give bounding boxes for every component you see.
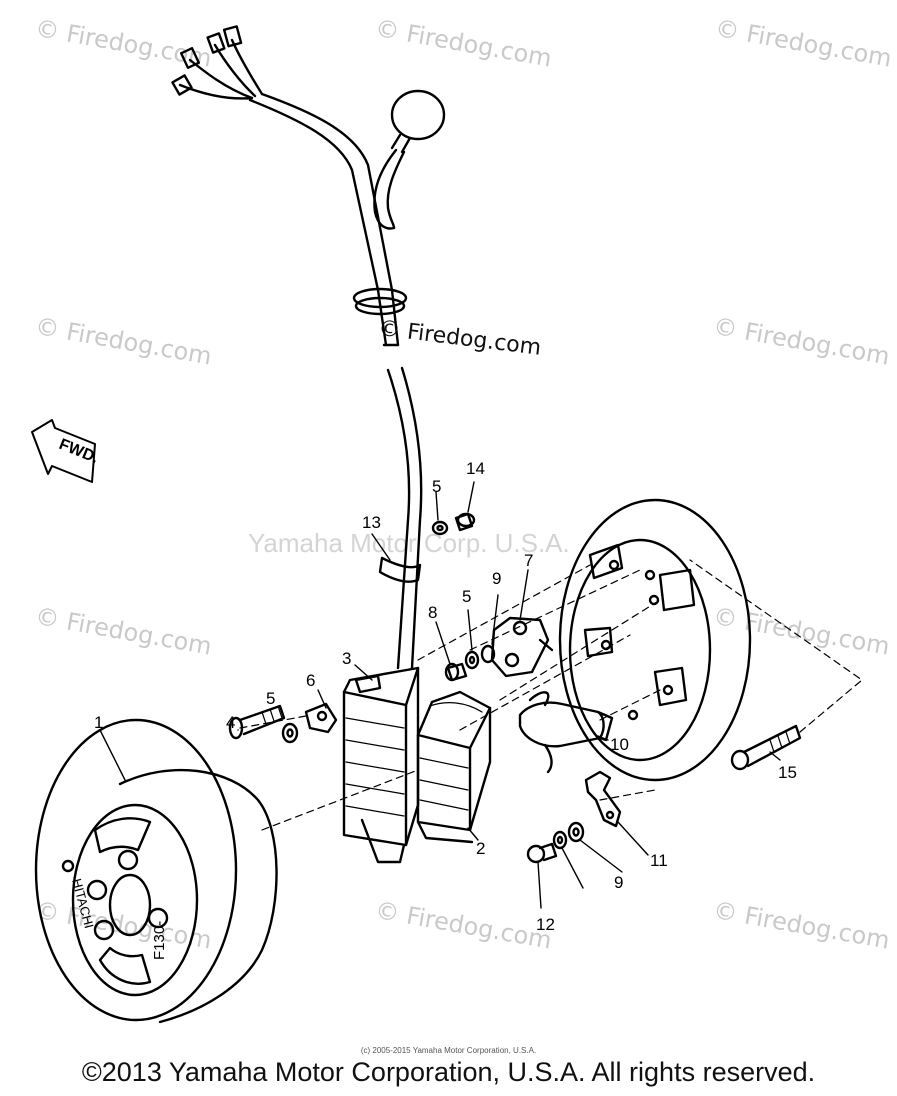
fwd-label: FWD. <box>57 436 101 467</box>
callout-numbers: 1 2 3 4 5 5 5 6 7 8 9 9 10 11 12 13 14 1… <box>94 459 797 934</box>
callout-14: 14 <box>466 459 485 478</box>
coil-3 <box>342 666 420 864</box>
footer-copyright: ©2013 Yamaha Motor Corporation, U.S.A. A… <box>81 1057 816 1087</box>
callout-11: 11 <box>650 851 668 870</box>
alignment-lines <box>239 559 863 831</box>
callout-3: 3 <box>342 649 351 668</box>
callout-9: 9 <box>614 873 623 892</box>
fasteners <box>228 512 802 864</box>
callout-7: 7 <box>524 551 533 570</box>
condenser <box>518 691 614 774</box>
callout-6: 6 <box>306 671 315 690</box>
fwd-arrow <box>31 419 96 483</box>
wire-harness <box>171 25 446 670</box>
callout-1: 1 <box>94 713 103 732</box>
callout-2: 2 <box>476 839 485 858</box>
contact-breaker <box>490 616 554 678</box>
callout-15: 15 <box>778 763 797 782</box>
callout-12: 12 <box>536 915 555 934</box>
callout-13: 13 <box>362 513 381 532</box>
footer-small-copyright: (c) 2005-2015 Yamaha Motor Corporation, … <box>360 1046 537 1055</box>
flywheel-rotor <box>34 718 278 1024</box>
bracket-11 <box>584 770 622 828</box>
callout-5: 5 <box>462 587 471 606</box>
rotor-model: F130- <box>151 921 168 960</box>
leader-lines <box>99 481 781 909</box>
callout-8: 8 <box>428 603 437 622</box>
callout-10: 10 <box>610 735 629 754</box>
coil-2 <box>416 690 492 844</box>
stator-plate <box>558 498 752 782</box>
bracket-6 <box>304 702 338 734</box>
callout-4: 4 <box>226 713 235 732</box>
callout-5: 5 <box>266 689 275 708</box>
yamaha-watermark: Yamaha Motor Corp. U.S.A. <box>248 528 570 558</box>
callout-5: 5 <box>432 477 441 496</box>
callout-9: 9 <box>492 569 501 588</box>
